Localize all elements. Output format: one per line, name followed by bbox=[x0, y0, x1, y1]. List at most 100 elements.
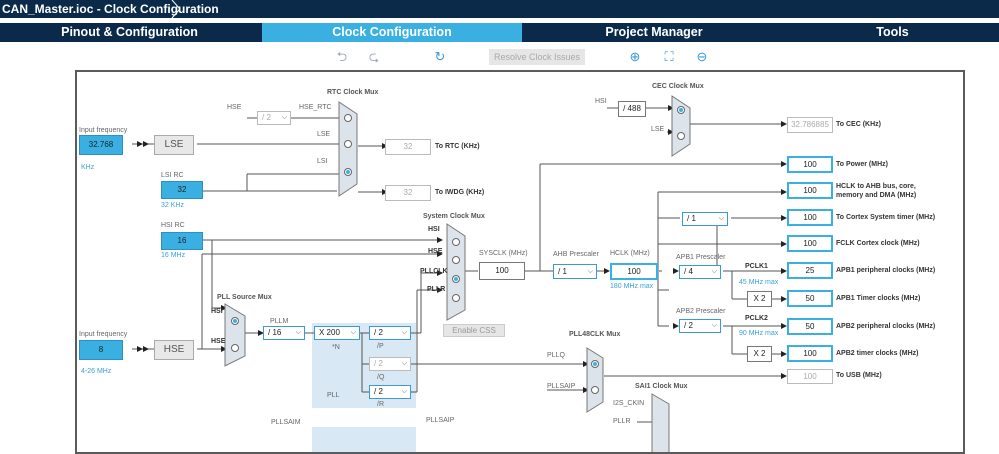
output-apb1-timer-value[interactable]: 50 bbox=[787, 290, 833, 307]
pll-source-mux-shape bbox=[224, 303, 246, 367]
output-cortex-timer-value[interactable]: 100 bbox=[787, 209, 833, 226]
pll48-mux-shape bbox=[586, 347, 604, 413]
output-hclk-label: HCLK to AHB bus, core, bbox=[836, 183, 916, 190]
output-hclk-value[interactable]: 100 bbox=[787, 182, 833, 199]
cec-mux-shape bbox=[671, 95, 691, 157]
rtc-lse-label: LSE bbox=[317, 131, 331, 138]
undo-icon[interactable]: ⮌ bbox=[336, 49, 348, 64]
hsi-unit: 16 MHz bbox=[161, 252, 186, 259]
zoom-in-icon[interactable]: ⊕ bbox=[629, 49, 641, 64]
hsi-rc-label: HSI RC bbox=[161, 222, 185, 229]
sysclk-value[interactable]: 100 bbox=[479, 262, 525, 280]
chevron-down-icon: ⌵ bbox=[711, 268, 717, 275]
pll-src-hse-label: HSE bbox=[211, 338, 226, 345]
pclk1-max: 45 MHz max bbox=[739, 279, 779, 286]
apb2-prescaler-label: APB2 Prescaler bbox=[676, 308, 726, 315]
hse-range: 4-26 MHz bbox=[81, 368, 112, 375]
output-cortex-timer-label: To Cortex System timer (MHz) bbox=[836, 214, 936, 221]
cortex-timer-divider-select[interactable]: / 1⌵ bbox=[682, 212, 728, 226]
pllq-label: /Q bbox=[377, 374, 385, 381]
ahb-prescaler-label: AHB Prescaler bbox=[553, 251, 599, 258]
toolbar: ⮌ ⮎ ↻ Resolve Clock Issues ⊕ ⛶ ⊖ bbox=[0, 46, 999, 68]
output-power-label: To Power (MHz) bbox=[836, 161, 888, 168]
apb1-prescaler-label: APB1 Prescaler bbox=[676, 254, 726, 261]
apb2-timer-multiplier: X 2 bbox=[747, 346, 772, 362]
tab-pinout[interactable]: Pinout & Configuration bbox=[61, 25, 198, 39]
lse-unit: KHz bbox=[81, 164, 95, 171]
hclk-value[interactable]: 100 bbox=[610, 263, 658, 280]
output-apb1-timer-label: APB1 Timer clocks (MHz) bbox=[836, 295, 921, 302]
hclk-max: 180 MHz max bbox=[610, 283, 654, 290]
sysclk-label: SYSCLK (MHz) bbox=[479, 250, 528, 257]
pllp-select[interactable]: / 2⌵ bbox=[369, 326, 411, 340]
ahb-prescaler-select[interactable]: / 1⌵ bbox=[553, 264, 597, 279]
iwdg-output-label: To IWDG (KHz) bbox=[435, 189, 485, 196]
zoom-out-icon[interactable]: ⊖ bbox=[696, 49, 708, 64]
sys-hse-label: HSE bbox=[428, 248, 443, 255]
pllr-select[interactable]: / 2⌵ bbox=[369, 385, 411, 399]
cec-hsi-divider: / 488 bbox=[618, 101, 646, 117]
cec-hsi-label: HSI bbox=[595, 98, 607, 105]
output-apb1-peripheral-value[interactable]: 25 bbox=[787, 262, 833, 279]
pllm-select[interactable]: / 16⌵ bbox=[263, 326, 305, 340]
chevron-down-icon: ⌵ bbox=[295, 329, 301, 336]
breadcrumb[interactable]: CAN_Master.ioc - Clock Configuration bbox=[2, 2, 219, 16]
iwdg-output-value: 32 bbox=[385, 185, 431, 201]
cec-output-label: To CEC (KHz) bbox=[836, 121, 881, 128]
pll48-pllsaip-label: PLLSAIP bbox=[547, 383, 576, 390]
rtc-hse-divider[interactable]: / 2⌵ bbox=[257, 111, 291, 125]
apb1-timer-multiplier: X 2 bbox=[747, 291, 772, 307]
pclk2-max: 90 MHz max bbox=[739, 330, 779, 337]
title-bar: CAN_Master.ioc - Clock Configuration bbox=[0, 0, 999, 18]
output-usb-value: 100 bbox=[787, 369, 833, 384]
rtc-hse-rtc-label: HSE_RTC bbox=[299, 104, 332, 111]
fit-icon[interactable]: ⛶ bbox=[664, 49, 674, 64]
pll-label: PLL bbox=[327, 392, 340, 399]
lse-input-field[interactable]: 32.768 bbox=[79, 135, 123, 155]
output-apb2-timer-value[interactable]: 100 bbox=[787, 345, 833, 362]
tab-clock-configuration[interactable]: Clock Configuration bbox=[262, 23, 522, 42]
pllq-select[interactable]: / 2⌵ bbox=[369, 357, 411, 371]
cec-output-value: 32.786885 bbox=[787, 117, 833, 133]
chevron-down-icon: ⌵ bbox=[281, 114, 287, 121]
sai1-i2s-ckin-label: I2S_CKIN bbox=[613, 400, 645, 407]
pll-src-hsi-label: HSI bbox=[211, 308, 223, 315]
redo-icon[interactable]: ⮎ bbox=[368, 49, 380, 64]
pclk1-label: PCLK1 bbox=[745, 263, 768, 270]
clock-tree-canvas: Input frequency 32.768 KHz LSE LSI RC 32… bbox=[75, 70, 965, 454]
rtc-output-value: 32 bbox=[385, 139, 431, 155]
plln-select[interactable]: X 200⌵ bbox=[314, 326, 360, 340]
lsi-unit: 32 KHz bbox=[161, 202, 184, 209]
chevron-down-icon: ⌵ bbox=[711, 322, 717, 329]
system-mux-shape bbox=[446, 223, 466, 321]
output-power-value[interactable]: 100 bbox=[787, 156, 833, 173]
pll48-pllq-label: PLLQ bbox=[547, 352, 565, 359]
lsi-rc-label: LSI RC bbox=[161, 172, 184, 179]
chevron-down-icon: ⌵ bbox=[587, 268, 593, 275]
output-fclk-value[interactable]: 100 bbox=[787, 235, 833, 252]
output-apb1-peripheral-label: APB1 peripheral clocks (MHz) bbox=[836, 267, 936, 274]
main-tabs: Pinout & Configuration Clock Configurati… bbox=[0, 23, 999, 42]
pllp-label: /P bbox=[377, 343, 384, 350]
chevron-down-icon: ⌵ bbox=[350, 329, 356, 336]
output-apb2-timer-label: APB2 timer clocks (MHz) bbox=[836, 350, 919, 357]
hsi-rc-value: 16 bbox=[161, 232, 203, 250]
output-apb2-peripheral-value[interactable]: 50 bbox=[787, 318, 833, 335]
sai1-pllr-label: PLLR bbox=[613, 418, 631, 425]
tab-project-manager[interactable]: Project Manager bbox=[605, 25, 703, 39]
plln-label: *N bbox=[332, 344, 340, 351]
pclk2-label: PCLK2 bbox=[745, 315, 768, 322]
hse-input-field[interactable]: 8 bbox=[79, 340, 123, 360]
chevron-down-icon: ⌵ bbox=[401, 360, 407, 367]
output-usb-label: To USB (MHz) bbox=[836, 372, 882, 379]
system-clock-mux-label: System Clock Mux bbox=[423, 213, 485, 220]
refresh-icon[interactable]: ↻ bbox=[434, 49, 446, 64]
cec-mux-label: CEC Clock Mux bbox=[652, 83, 704, 90]
pll-source-mux-label: PLL Source Mux bbox=[217, 294, 272, 301]
enable-css-button[interactable]: Enable CSS bbox=[443, 324, 505, 337]
output-hclk-label-2: memory and DMA (MHz) bbox=[836, 192, 917, 199]
tab-tools[interactable]: Tools bbox=[876, 25, 909, 39]
apb2-prescaler-select[interactable]: / 2⌵ bbox=[679, 319, 721, 333]
resolve-clock-issues-button[interactable]: Resolve Clock Issues bbox=[489, 49, 585, 65]
apb1-prescaler-select[interactable]: / 4⌵ bbox=[679, 265, 721, 279]
